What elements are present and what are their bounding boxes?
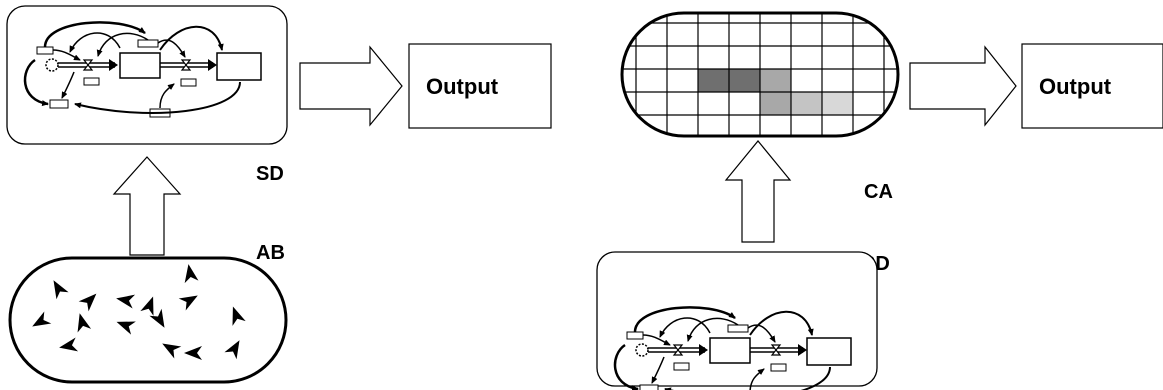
up-block-arrow-icon (724, 140, 792, 243)
ca-model-box (620, 11, 900, 138)
output-box-left (408, 43, 552, 129)
output-box-right (1021, 43, 1163, 129)
ca-grid (622, 13, 898, 136)
ca-cell-light (822, 92, 853, 115)
ab-model-box (8, 256, 288, 384)
output-label-right: Output (1039, 74, 1112, 99)
agent-arrowhead-icons (32, 264, 246, 360)
output-label-left: Output (426, 74, 499, 99)
ab-label: AB (256, 242, 285, 264)
ca-cell-dark (729, 69, 760, 92)
ca-cell-mid (760, 69, 791, 92)
right-block-arrow-icon (299, 45, 403, 127)
up-block-arrow-icon (112, 156, 182, 256)
ca-cell-mid (760, 92, 791, 115)
ca-cell-light (791, 92, 822, 115)
sd-model-box-right (596, 251, 878, 387)
ca-label: CA (864, 181, 893, 203)
sd-label-left: SD (256, 163, 284, 185)
ca-cell-dark (698, 69, 729, 92)
right-block-arrow-icon (909, 45, 1017, 127)
